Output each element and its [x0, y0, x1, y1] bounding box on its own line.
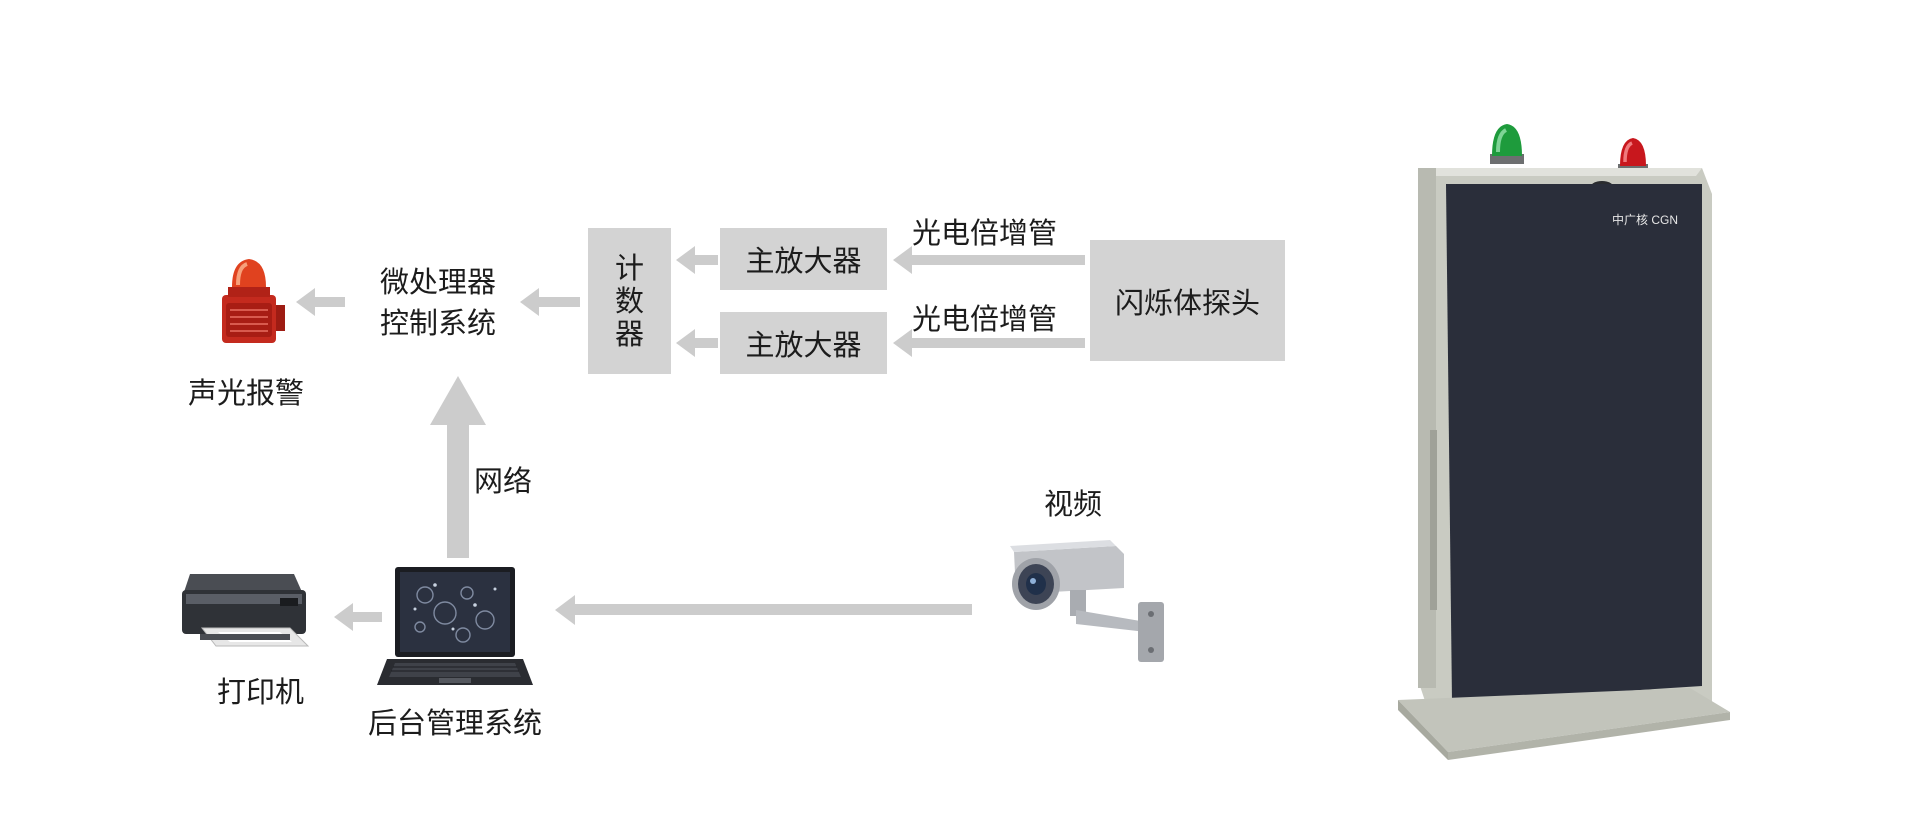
- pmt-bottom-label: 光电倍增管: [912, 302, 1058, 336]
- microprocessor-line1: 微处理器: [380, 265, 497, 299]
- counter-char-3: 器: [614, 316, 644, 351]
- arrow-microprocessor-to-alarm: [296, 288, 345, 316]
- counter-char-2: 数: [614, 283, 644, 318]
- cgn-logo: 中广核 CGN: [1612, 212, 1678, 227]
- camera-icon: [1010, 540, 1164, 662]
- network-label: 网络: [474, 464, 533, 498]
- microprocessor-line2: 控制系统: [380, 306, 497, 340]
- detector-label: 闪烁体探头: [1114, 285, 1260, 320]
- arrow-amp-top-to-counter: [676, 246, 718, 274]
- printer-icon: [182, 574, 310, 647]
- microprocessor-label: 微处理器 控制系统: [380, 262, 496, 344]
- laptop-icon: [377, 567, 533, 685]
- arrow-video-to-backend: [555, 595, 972, 625]
- amplifier-top-label: 主放大器: [745, 244, 862, 278]
- amplifier-top-box: 主放大器: [720, 228, 887, 290]
- amplifier-bottom-label: 主放大器: [745, 328, 862, 362]
- pmt-top-label: 光电倍增管: [912, 216, 1058, 250]
- counter-char-1: 计: [614, 250, 644, 285]
- arrow-backend-to-printer: [334, 603, 382, 631]
- arrow-amp-bottom-to-counter: [676, 329, 718, 357]
- green-beacon-icon: [1490, 124, 1524, 164]
- counter-box: 计 数 器: [588, 228, 671, 374]
- arrow-network-up: [430, 376, 486, 558]
- detector-box: 闪烁体探头: [1090, 240, 1285, 361]
- printer-label: 打印机: [217, 675, 305, 709]
- amplifier-bottom-box: 主放大器: [720, 312, 887, 374]
- backend-label: 后台管理系统: [368, 706, 543, 740]
- portal-monitor-image: 中广核 CGN: [1398, 124, 1730, 760]
- arrow-detector-to-amp-bottom: [893, 329, 1085, 357]
- video-label: 视频: [1044, 487, 1103, 521]
- alarm-label: 声光报警: [188, 376, 305, 410]
- arrow-detector-to-amp-top: [893, 246, 1085, 274]
- alarm-beacon-icon: [222, 259, 285, 343]
- arrow-counter-to-microprocessor: [520, 288, 580, 316]
